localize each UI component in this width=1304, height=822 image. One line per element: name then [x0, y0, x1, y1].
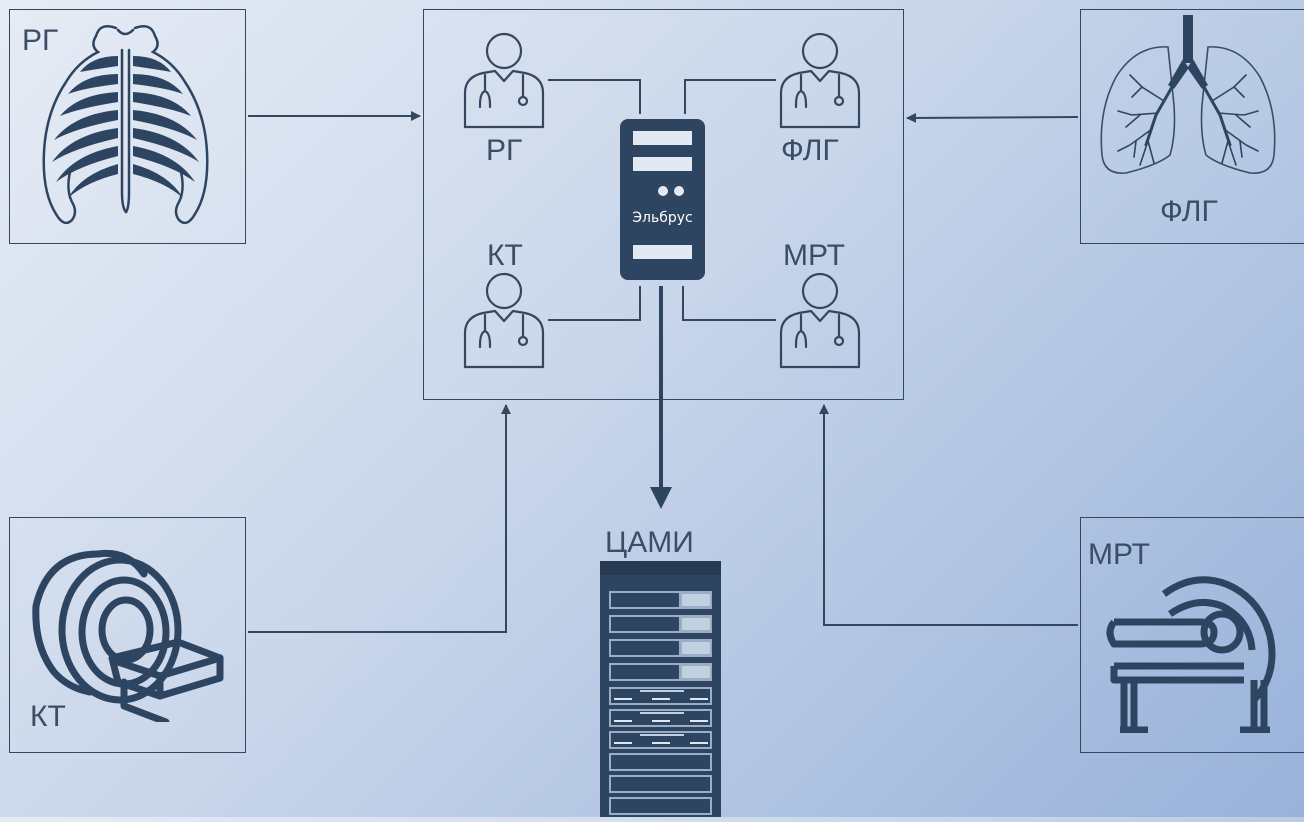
- mrt-modality-label: МРТ: [1088, 538, 1150, 571]
- link-doctor-flg-server: [684, 79, 776, 114]
- doctor-mrt-label: МРТ: [783, 239, 845, 272]
- mri-scanner-icon: [1104, 570, 1280, 734]
- server-label: Эльбрус: [632, 210, 693, 226]
- doctor-mrt-icon: [777, 271, 863, 371]
- center-box: [423, 9, 904, 400]
- ribcage-icon: [38, 22, 213, 230]
- arrow-kt-to-center: [248, 404, 511, 633]
- kt-modality-box: [9, 517, 246, 753]
- arrow-mrt-to-center: [819, 404, 1078, 626]
- link-doctor-mrt-server: [682, 286, 776, 321]
- kt-modality-label: КТ: [30, 700, 66, 733]
- link-doctor-rg-server: [548, 79, 641, 114]
- doctor-flg-icon: [777, 31, 863, 131]
- server-icon: [620, 119, 705, 280]
- doctor-kt-label: КТ: [487, 239, 523, 272]
- doctor-kt-icon: [461, 271, 547, 371]
- doctor-rg-icon: [461, 31, 547, 131]
- arrow-flg-to-center: [906, 112, 1079, 123]
- archive-label: ЦАМИ: [605, 526, 694, 559]
- flg-modality-box: [1080, 9, 1304, 244]
- link-doctor-kt-server: [548, 286, 641, 321]
- doctor-flg-label: ФЛГ: [781, 134, 839, 167]
- doctor-rg-label: РГ: [486, 134, 523, 167]
- mrt-modality-box: [1080, 517, 1304, 753]
- rg-modality-box: [9, 9, 246, 244]
- server-rack-icon: [600, 561, 721, 817]
- ct-scanner-icon: [28, 546, 228, 726]
- rg-modality-label: РГ: [22, 24, 59, 57]
- lungs-icon: [1096, 15, 1280, 180]
- flg-modality-label: ФЛГ: [1160, 195, 1218, 228]
